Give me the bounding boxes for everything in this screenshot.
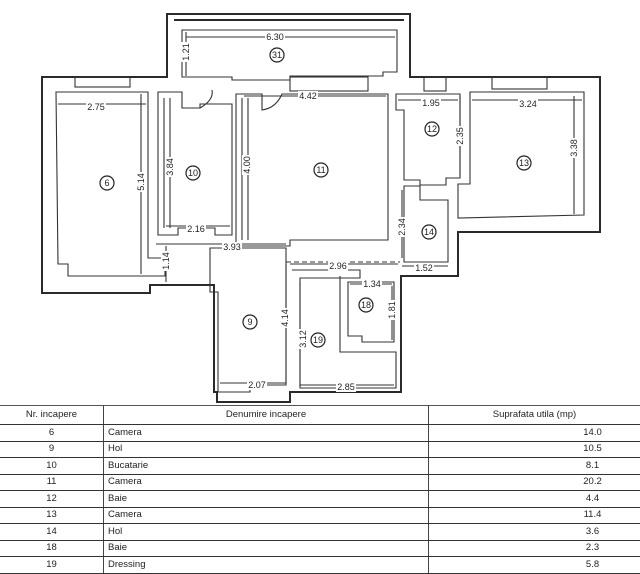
room-marker: 12 xyxy=(425,122,439,136)
room-name-cell: Bucatarie xyxy=(104,458,429,475)
dimension-label: 1.21 xyxy=(181,43,191,61)
room-name-cell: Hol xyxy=(104,441,429,458)
usable-area-cell: 10.5 xyxy=(429,441,640,458)
dimension-label: 3.93 xyxy=(223,242,241,252)
room-number-cell: 14 xyxy=(0,524,104,541)
dimension-label: 2.75 xyxy=(87,102,105,112)
room-11-outline xyxy=(236,77,388,246)
room-name-cell: Hol xyxy=(104,524,429,541)
room-number-cell: 13 xyxy=(0,507,104,524)
dimension-label: 3.38 xyxy=(569,139,579,157)
room-number-cell: 11 xyxy=(0,474,104,491)
room-number-label: 31 xyxy=(272,50,282,60)
room-name-cell: Dressing xyxy=(104,557,429,574)
header-room-name: Denumire incapere xyxy=(104,406,429,425)
usable-area-cell: 14.0 xyxy=(429,425,640,442)
room-number-label: 14 xyxy=(424,227,434,237)
room-number-cell: 19 xyxy=(0,557,104,574)
room-number-cell: 12 xyxy=(0,491,104,508)
room-number-label: 12 xyxy=(427,124,437,134)
dimension-labels: 6.30 1.21 2.75 5.14 3.84 2.16 4.00 4.42 1.95 2.35… xyxy=(86,32,579,392)
dimension-label: 2.34 xyxy=(397,218,407,236)
room-marker: 9 xyxy=(243,315,257,329)
room-name-cell: Baie xyxy=(104,491,429,508)
room-number-label: 19 xyxy=(313,335,323,345)
usable-area-cell: 2.3 xyxy=(429,540,640,557)
usable-area-cell: 11.4 xyxy=(429,507,640,524)
room-14-outline xyxy=(404,186,448,262)
room-19-outline xyxy=(286,262,400,388)
usable-area-cell: 5.8 xyxy=(429,557,640,574)
dimension-label: 1.34 xyxy=(363,279,381,289)
room-marker: 31 xyxy=(270,48,284,62)
room-marker: 19 xyxy=(311,333,325,347)
room-marker: 10 xyxy=(186,166,200,180)
dimension-label: 4.42 xyxy=(299,91,317,101)
room-number-label: 9 xyxy=(247,317,252,327)
room-number-label: 10 xyxy=(188,168,198,178)
room-marker: 11 xyxy=(314,163,328,177)
room-area-table: Nr. incapere Denumire incapere Suprafata… xyxy=(0,405,640,563)
room-number-cell: 6 xyxy=(0,425,104,442)
room-number-label: 18 xyxy=(361,300,371,310)
room-number-cell: 18 xyxy=(0,540,104,557)
dimension-label: 3.24 xyxy=(519,99,537,109)
dimension-label: 3.12 xyxy=(298,330,308,348)
room-number-label: 11 xyxy=(316,165,325,175)
room-number-cell: 10 xyxy=(0,458,104,475)
dimension-label: 1.52 xyxy=(415,263,433,273)
room-number-cell: 9 xyxy=(0,441,104,458)
room-name-cell: Camera xyxy=(104,425,429,442)
dimension-label: 1.14 xyxy=(161,252,171,270)
room-number-label: 13 xyxy=(519,158,529,168)
dimension-label: 1.81 xyxy=(387,301,397,319)
header-usable-area: Suprafata utila (mp) xyxy=(429,406,640,425)
dimension-label: 4.14 xyxy=(280,309,290,327)
floor-plan: 6.30 1.21 2.75 5.14 3.84 2.16 4.00 4.42 1.95 2.35… xyxy=(0,0,640,405)
dimension-label: 2.16 xyxy=(187,224,205,234)
room-name-cell: Camera xyxy=(104,474,429,491)
dimension-label: 6.30 xyxy=(266,32,284,42)
dimension-label: 2.35 xyxy=(455,127,465,145)
dimension-label: 2.85 xyxy=(337,382,355,392)
dimension-label: 4.00 xyxy=(242,156,252,174)
dimension-label: 5.14 xyxy=(136,173,146,191)
room-marker: 6 xyxy=(100,176,114,190)
dimension-label: 2.96 xyxy=(329,261,347,271)
room-name-cell: Baie xyxy=(104,540,429,557)
dimension-label: 1.95 xyxy=(422,98,440,108)
room-marker: 13 xyxy=(517,156,531,170)
table-header-row: Nr. incapere Denumire incapere Suprafata… xyxy=(0,406,640,425)
usable-area-cell: 20.2 xyxy=(429,474,640,491)
header-room-number: Nr. incapere xyxy=(0,406,104,425)
usable-area-cell: 8.1 xyxy=(429,458,640,475)
room-marker: 18 xyxy=(359,298,373,312)
room-name-cell: Camera xyxy=(104,507,429,524)
room-number-label: 6 xyxy=(104,178,109,188)
room-marker: 14 xyxy=(422,225,436,239)
dimension-label: 3.84 xyxy=(165,158,175,176)
usable-area-cell: 4.4 xyxy=(429,491,640,508)
usable-area-cell: 3.6 xyxy=(429,524,640,541)
dimension-label: 2.07 xyxy=(248,380,266,390)
